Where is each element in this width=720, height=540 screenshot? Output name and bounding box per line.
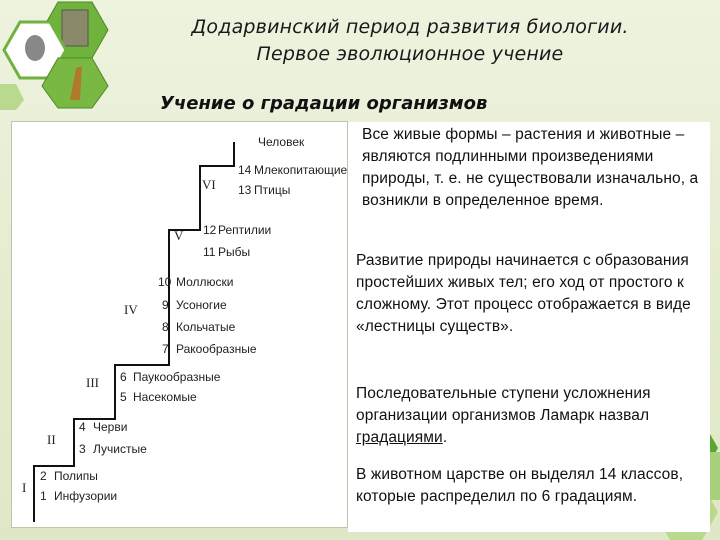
- class-number: 3: [79, 442, 86, 456]
- grade-numeral: I: [22, 480, 26, 495]
- paragraph-3-text: Последовательные ступени усложнения орга…: [356, 385, 651, 424]
- gradation-term: градациями: [356, 429, 443, 446]
- ladder-top-label: Человек: [258, 135, 305, 149]
- title-line-1: Додарвинский период развития биологии.: [191, 16, 629, 38]
- class-label: Насекомые: [133, 390, 197, 404]
- class-label: Усоногие: [176, 298, 227, 312]
- paragraph-4: В животном царстве он выделял 14 классов…: [356, 466, 684, 505]
- hexagon-decor: [0, 1, 109, 110]
- paragraph-3-end: .: [442, 429, 448, 446]
- class-number: 11: [203, 245, 216, 259]
- slide-subtitle: Учение о градации организмов: [160, 93, 488, 114]
- grade-numeral: II: [47, 432, 56, 447]
- class-number: 14: [238, 163, 252, 177]
- grade-numeral: V: [174, 228, 184, 243]
- grade-numeral: IV: [124, 302, 138, 317]
- class-label: Лучистые: [93, 442, 147, 456]
- class-number: 1: [40, 489, 47, 503]
- class-label: Ракообразные: [176, 342, 257, 356]
- paragraph-1: Все живые формы – растения и животные – …: [362, 126, 699, 209]
- class-label: Моллюски: [176, 275, 234, 289]
- class-label: Черви: [93, 420, 127, 434]
- class-number: 10: [158, 275, 172, 289]
- class-label: Инфузории: [54, 489, 117, 503]
- class-number: 9: [162, 298, 169, 312]
- title-line-2: Первое эволюционное учение: [256, 43, 564, 65]
- class-number: 5: [120, 390, 127, 404]
- class-label: Кольчатые: [176, 320, 236, 334]
- staircase-line: [33, 142, 235, 522]
- class-label: Рептилии: [218, 223, 271, 237]
- text-panel: [348, 122, 710, 532]
- class-number: 6: [120, 370, 127, 384]
- class-label: Рыбы: [218, 245, 250, 259]
- ladder-diagram: Человек I II III IV V VI 2 Полипы 1 Инфу…: [22, 135, 347, 522]
- ladder-of-beings-figure: Человек I II III IV V VI 2 Полипы 1 Инфу…: [11, 121, 348, 528]
- paragraph-2: Развитие природы начинается с образовани…: [356, 252, 691, 335]
- grade-numeral: III: [86, 375, 99, 390]
- class-number: 13: [238, 183, 252, 197]
- class-label: Птицы: [254, 183, 290, 197]
- class-label: Млекопитающие: [254, 163, 347, 177]
- class-label: Полипы: [54, 469, 98, 483]
- paragraph-3: Последовательные ступени усложнения орга…: [356, 383, 706, 449]
- class-number: 8: [162, 320, 169, 334]
- class-number: 12: [203, 223, 217, 237]
- class-number: 4: [79, 420, 86, 434]
- slide-title: Додарвинский период развития биологии. П…: [110, 14, 710, 68]
- class-number: 7: [162, 342, 169, 356]
- grade-numeral: VI: [202, 177, 216, 192]
- class-number: 2: [40, 469, 47, 483]
- class-label: Паукообразные: [133, 370, 221, 384]
